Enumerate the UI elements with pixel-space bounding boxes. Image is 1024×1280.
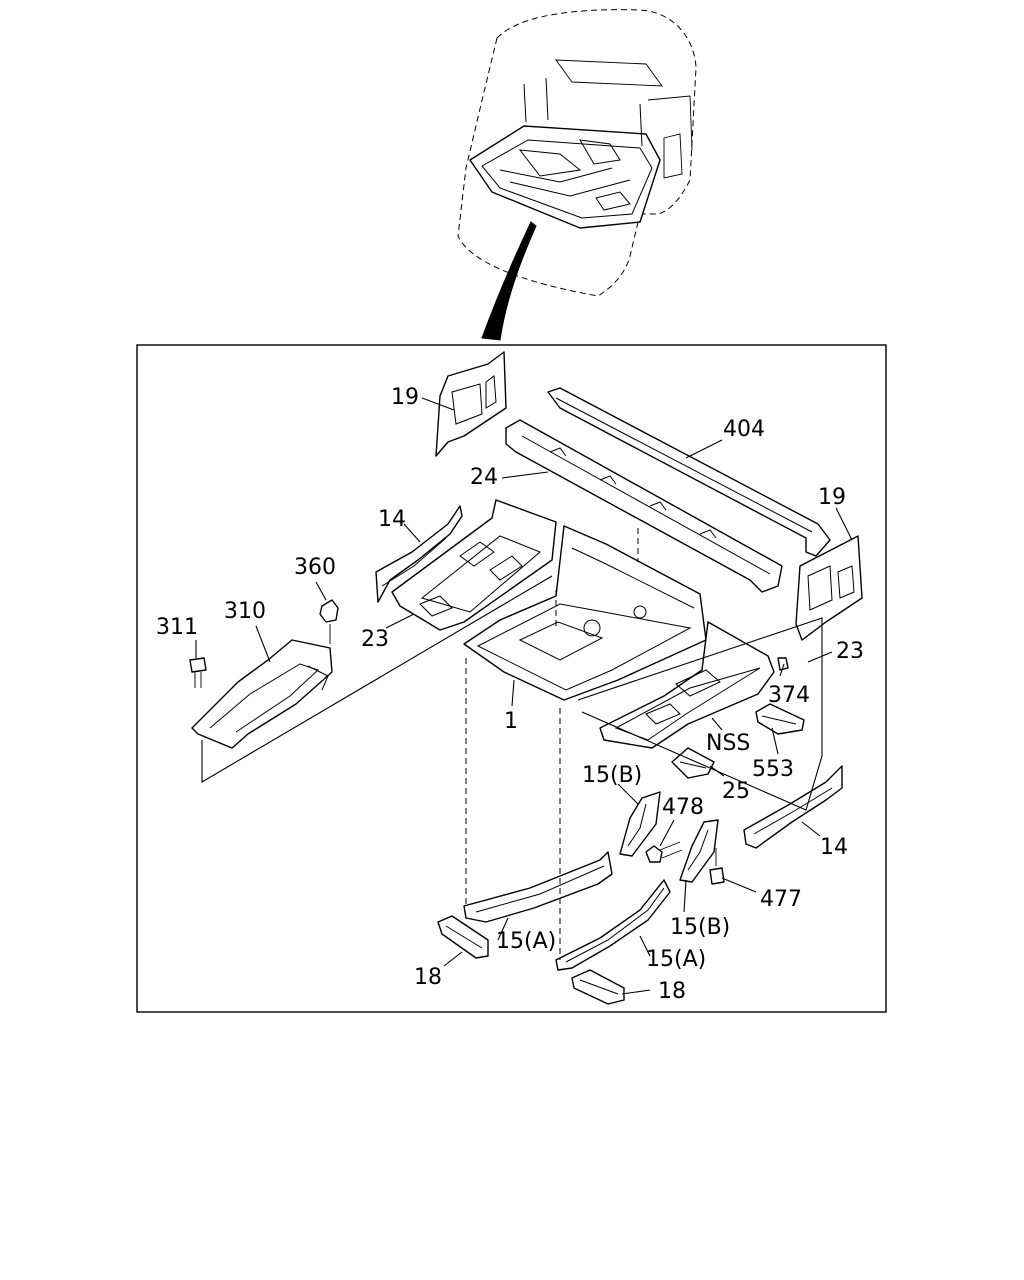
part-404 — [547, 387, 831, 557]
callout-15B-left: 15(B) — [582, 763, 642, 788]
callout-14-left: 14 — [378, 507, 406, 532]
callout-15A-left: 15(A) — [496, 929, 556, 954]
part-14-left — [375, 505, 463, 603]
callout-18-right: 18 — [658, 979, 686, 1004]
callout-374: 374 — [768, 683, 810, 708]
part-478 — [645, 841, 683, 863]
callout-labels: 19 404 24 19 14 360 311 310 23 23 374 1 … — [156, 385, 864, 1004]
callout-23-right: 23 — [836, 639, 864, 664]
callout-404: 404 — [723, 417, 765, 442]
callout-14-right: 14 — [820, 835, 848, 860]
part-15B-left — [619, 791, 661, 857]
part-15A-left — [463, 851, 613, 923]
callout-553: 553 — [752, 757, 794, 782]
callout-310: 310 — [224, 599, 266, 624]
callout-15A-right: 15(A) — [646, 947, 706, 972]
callout-15B-right: 15(B) — [670, 915, 730, 940]
callout-nss: NSS — [706, 731, 750, 756]
callout-23-left: 23 — [361, 627, 389, 652]
part-374 — [777, 657, 789, 671]
leader-lines — [195, 397, 853, 995]
part-18-left — [437, 915, 489, 959]
part-18-right — [571, 969, 625, 1005]
callout-1: 1 — [504, 709, 518, 734]
part-553 — [755, 703, 805, 735]
cab-overview — [457, 9, 697, 341]
callout-477: 477 — [760, 887, 802, 912]
part-19-left — [435, 351, 507, 457]
callout-19-left: 19 — [391, 385, 419, 410]
part-1 — [463, 525, 707, 701]
callout-18-left: 18 — [414, 965, 442, 990]
part-24 — [505, 419, 783, 593]
callout-478: 478 — [662, 795, 704, 820]
callout-25: 25 — [722, 779, 750, 804]
part-15B-right — [679, 819, 719, 883]
callout-311: 311 — [156, 615, 198, 640]
part-360 — [319, 599, 339, 644]
callout-19-right: 19 — [818, 485, 846, 510]
guide-lines — [201, 528, 823, 960]
part-310 — [191, 639, 333, 749]
part-23-left — [391, 499, 557, 631]
callout-24: 24 — [470, 465, 498, 490]
part-19-right — [795, 535, 863, 641]
part-311 — [189, 657, 207, 688]
callout-360: 360 — [294, 555, 336, 580]
detail-frame — [136, 344, 887, 1013]
part-14-right — [743, 765, 843, 849]
part-477 — [709, 848, 725, 885]
part-15A-right — [555, 879, 671, 971]
